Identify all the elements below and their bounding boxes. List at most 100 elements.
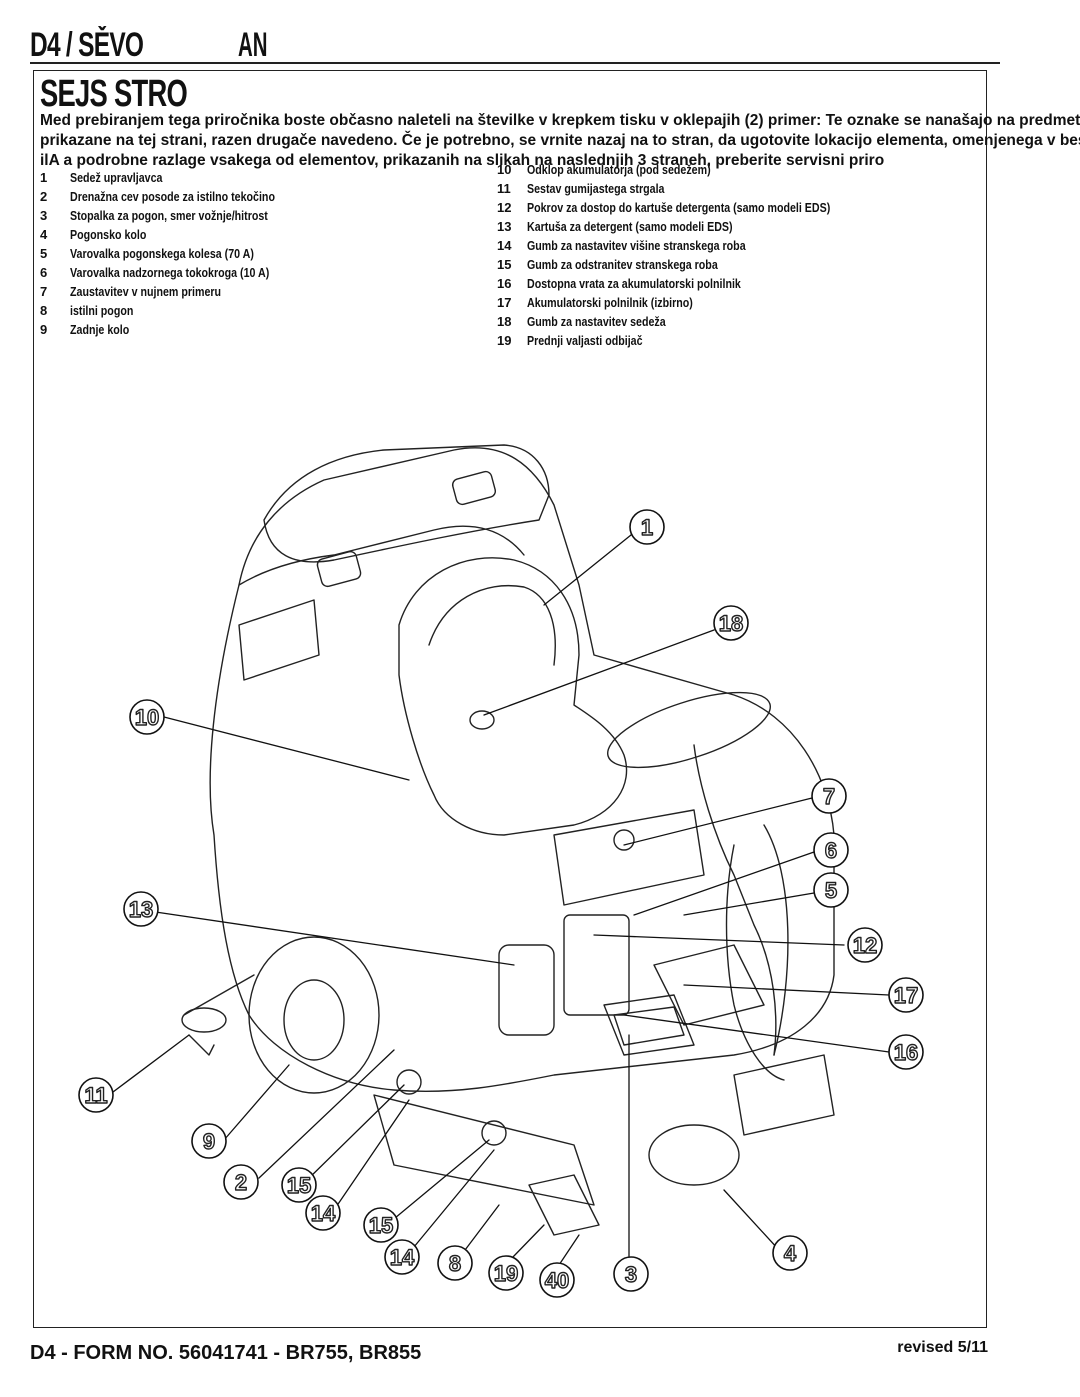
- callout-2: 2: [223, 1164, 259, 1200]
- svg-text:40: 40: [545, 1268, 569, 1293]
- intro-line: Med prebiranjem tega priročnika boste ob…: [40, 112, 1080, 129]
- leader-line: [333, 1099, 410, 1211]
- leader-line: [558, 1234, 580, 1266]
- steering-wheel: [606, 691, 772, 769]
- steering-column: [693, 744, 777, 1056]
- rear-wheel: [248, 936, 380, 1094]
- callout-1: 1: [629, 509, 665, 545]
- tank-lid: [263, 444, 550, 563]
- leader-line: [223, 1064, 290, 1141]
- callout-15: 15: [363, 1207, 399, 1243]
- section-title: SEJS STRO: [40, 73, 188, 115]
- intro-paragraph: Med prebiranjem tega priročnika boste ob…: [40, 111, 1080, 171]
- front-panel: [733, 1054, 835, 1136]
- side-skirt-knob: [481, 1120, 507, 1146]
- svg-text:17: 17: [894, 983, 918, 1008]
- intro-line: ilA a podrobne razlage vsakega od elemen…: [40, 152, 885, 169]
- lid-latch: [451, 470, 497, 506]
- squeegee-assembly: [188, 1034, 215, 1056]
- footer-form-number: D4 - FORM NO. 56041741 - BR755, BR855: [30, 1342, 422, 1364]
- scrub-deck: [373, 1094, 595, 1206]
- leader-line: [633, 851, 815, 916]
- callout-11: 11: [78, 1077, 114, 1113]
- svg-text:11: 11: [84, 1083, 107, 1108]
- leader-line: [163, 716, 410, 781]
- leader-line: [408, 1149, 495, 1254]
- callout-40: 40: [539, 1262, 575, 1298]
- leader-line: [683, 892, 815, 916]
- svg-text:19: 19: [494, 1261, 518, 1286]
- svg-text:14: 14: [390, 1245, 415, 1270]
- svg-text:5: 5: [825, 878, 837, 903]
- leader-line: [623, 1014, 890, 1053]
- page-header: D4 / SĚVO: [30, 26, 144, 64]
- svg-text:3: 3: [625, 1262, 637, 1287]
- svg-text:10: 10: [135, 705, 159, 730]
- svg-text:8: 8: [449, 1251, 461, 1276]
- drive-wheel: [648, 1124, 740, 1186]
- charger-access-door: [603, 994, 695, 1056]
- callout-6: 6: [813, 832, 849, 868]
- machine-top-edge: [238, 525, 525, 586]
- steering-column-cover: [763, 824, 789, 1056]
- seat-back-contour: [428, 585, 556, 666]
- leader-line: [683, 984, 890, 996]
- callout-4: 4: [772, 1235, 808, 1271]
- emergency-stop: [613, 829, 635, 851]
- leader-line: [258, 1049, 395, 1179]
- operator-seat: [398, 557, 628, 836]
- svg-text:1: 1: [641, 515, 653, 540]
- callout-18: 18: [713, 605, 749, 641]
- callout-9: 9: [191, 1123, 227, 1159]
- callout-10: 10: [129, 699, 165, 735]
- leader-line: [723, 1189, 780, 1251]
- machine-body-outline: [209, 447, 835, 1092]
- squeegee-wheel: [181, 1007, 227, 1033]
- callout-7: 7: [811, 778, 847, 814]
- steering-column-cover: [725, 844, 785, 1081]
- svg-text:12: 12: [853, 933, 877, 958]
- svg-text:4: 4: [784, 1241, 797, 1266]
- leader-line: [543, 534, 632, 606]
- svg-text:2: 2: [235, 1170, 247, 1195]
- footer-revision: revised 5/11: [897, 1339, 988, 1356]
- callout-16: 16: [888, 1034, 924, 1070]
- drive-pedal: [613, 1006, 685, 1046]
- leader-line: [388, 1139, 490, 1224]
- svg-text:6: 6: [825, 838, 837, 863]
- callout-14: 14: [305, 1195, 341, 1231]
- leader-line: [108, 1034, 190, 1096]
- callout-15: 15: [281, 1167, 317, 1203]
- svg-text:7: 7: [823, 784, 835, 809]
- detergent-cartridge: [498, 944, 555, 1036]
- rear-wheel-hub: [283, 979, 345, 1061]
- side-panel-window: [238, 599, 320, 681]
- svg-text:9: 9: [203, 1129, 215, 1154]
- callout-13: 13: [123, 891, 159, 927]
- page-header-right: AN: [238, 26, 268, 64]
- leader-line: [623, 797, 813, 846]
- svg-text:13: 13: [129, 897, 153, 922]
- callout-8: 8: [437, 1245, 473, 1281]
- callout-19: 19: [488, 1255, 524, 1291]
- callout-12: 12: [847, 927, 883, 963]
- content-frame: [33, 70, 987, 1328]
- leader-line: [483, 629, 715, 716]
- lid-latch: [316, 550, 362, 588]
- callout-14: 14: [384, 1239, 420, 1275]
- leader-line: [593, 934, 845, 946]
- callout-17: 17: [888, 977, 924, 1013]
- callout-5: 5: [813, 872, 849, 908]
- header-rule: [30, 62, 1000, 64]
- svg-text:18: 18: [719, 611, 743, 636]
- intro-line: prikazane na tej strani, razen drugače n…: [40, 132, 1080, 149]
- svg-text:15: 15: [287, 1173, 311, 1198]
- leader-line: [511, 1224, 545, 1259]
- control-panel: [553, 809, 705, 906]
- front-bumper-roller: [528, 1174, 600, 1236]
- svg-text:16: 16: [894, 1040, 918, 1065]
- callout-3: 3: [613, 1256, 649, 1292]
- side-skirt-knob: [396, 1069, 422, 1095]
- machine-illustration: 1 18 10 7 6 5 13 12 17 16 11 9 2 15 14 1…: [78, 444, 924, 1298]
- battery-charger: [653, 944, 765, 1026]
